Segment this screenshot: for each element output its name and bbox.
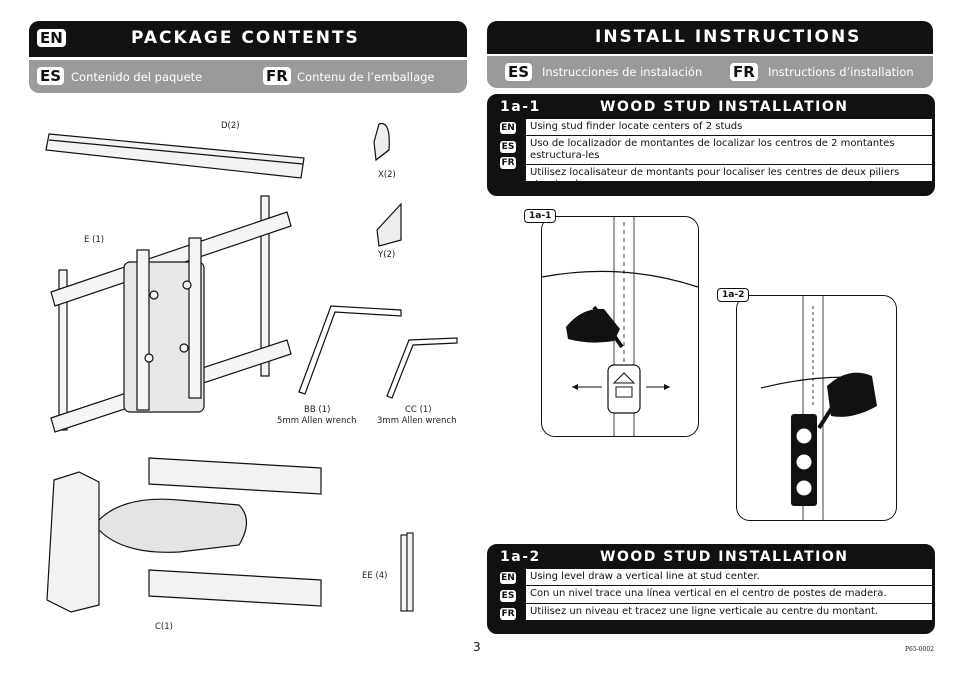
step-text-es: Con un nivel trace una línea vertical en… <box>526 586 932 604</box>
subtitle-fr: Contenu de l’emballage <box>297 70 435 84</box>
part-cc-wrench <box>386 337 458 399</box>
subtitle-es: Contenido del paquete <box>71 70 203 84</box>
lang-tag-en: EN <box>500 122 516 134</box>
lang-badge-fr: FR <box>730 63 758 81</box>
figure-1a-1 <box>541 216 699 437</box>
lang-badge-fr: FR <box>263 67 291 85</box>
package-contents-subheader: ES Contenido del paquete FR Contenu de l… <box>29 60 467 93</box>
lang-tag-fr: FR <box>500 157 516 169</box>
part-ee-strips <box>400 532 414 612</box>
step-text-en: Using stud finder locate centers of 2 st… <box>526 119 932 136</box>
part-bb-wrench <box>298 305 402 395</box>
step-text-es: Uso de localizador de montantes de local… <box>526 136 932 165</box>
step-number: 1a-1 <box>500 99 541 115</box>
label-part-y: Y(2) <box>378 250 396 260</box>
label-part-c: C(1) <box>155 622 173 632</box>
step-title: WOOD STUD INSTALLATION <box>600 99 849 115</box>
install-instructions-subheader: ES Instrucciones de instalación FR Instr… <box>487 56 933 88</box>
label-part-e: E (1) <box>84 235 105 245</box>
install-title: INSTALL INSTRUCTIONS <box>595 27 862 47</box>
subtitle-fr: Instructions d’installation <box>768 65 914 79</box>
lang-tag-fr: FR <box>500 608 516 620</box>
install-instructions-header: INSTALL INSTRUCTIONS <box>487 21 933 54</box>
part-d-rail <box>45 133 305 179</box>
lang-badge-en: EN <box>37 29 66 47</box>
step-text-fr: Utilisez localisateur de montants pour l… <box>526 165 932 190</box>
step-text-en: Using level draw a vertical line at stud… <box>526 569 932 586</box>
label-part-bb-desc: 5mm Allen wrench <box>277 416 357 426</box>
step-number: 1a-2 <box>500 549 541 565</box>
label-part-cc-desc: 3mm Allen wrench <box>377 416 457 426</box>
label-part-bb: BB (1) <box>304 405 331 415</box>
stud-finder-illustration <box>542 217 698 436</box>
lang-badge-es: ES <box>505 63 533 81</box>
lang-tag-es: ES <box>500 141 516 153</box>
part-e-arm <box>50 195 292 433</box>
page-title: PACKAGE CONTENTS <box>131 28 360 48</box>
part-y-wedge <box>376 202 402 247</box>
step-text-fr: Utilisez un niveau et tracez une ligne v… <box>526 604 932 621</box>
part-c-plate <box>46 457 322 613</box>
lang-tag-en: EN <box>500 572 516 584</box>
step-1a-2-section: 1a-2 WOOD STUD INSTALLATION EN Using lev… <box>487 544 935 634</box>
part-x-block <box>373 122 390 162</box>
figure-1a-1-tag: 1a-1 <box>524 209 557 223</box>
figure-1a-2 <box>736 295 897 521</box>
page-number: 3 <box>473 640 481 654</box>
lang-tag-es: ES <box>500 590 516 602</box>
label-part-x: X(2) <box>378 170 396 180</box>
step-title: WOOD STUD INSTALLATION <box>600 549 849 565</box>
step-1a-1-section: 1a-1 WOOD STUD INSTALLATION EN Using stu… <box>487 94 935 196</box>
document-code: P65-0002 <box>905 646 934 653</box>
lang-badge-es: ES <box>37 67 65 85</box>
subtitle-es: Instrucciones de instalación <box>542 65 703 79</box>
level-illustration <box>760 296 877 520</box>
label-part-d: D(2) <box>221 121 240 131</box>
parts-illustration <box>45 122 458 613</box>
figure-1a-2-tag: 1a-2 <box>717 288 750 302</box>
label-part-cc: CC (1) <box>405 405 432 415</box>
package-contents-header: EN PACKAGE CONTENTS <box>29 21 467 57</box>
label-part-ee: EE (4) <box>362 571 388 581</box>
